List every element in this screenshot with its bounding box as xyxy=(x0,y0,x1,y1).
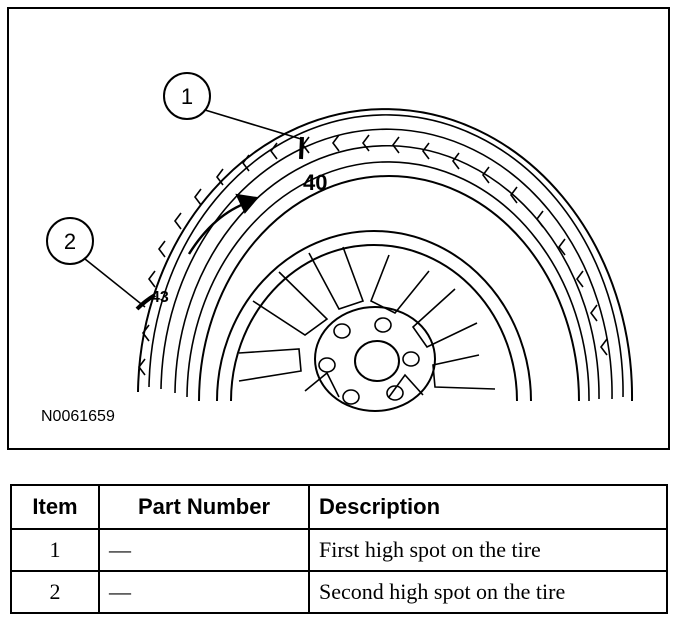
header-part-number: Part Number xyxy=(98,484,310,530)
row-part-number: — xyxy=(98,528,310,572)
first-high-spot-mark xyxy=(299,136,304,160)
second-high-spot-mark xyxy=(135,293,157,311)
row-part-number: — xyxy=(98,570,310,614)
wheel-spokes xyxy=(238,246,496,398)
first-high-spot-value: 40 xyxy=(303,170,327,195)
tire-illustration: 1 2 40 43 xyxy=(46,72,634,412)
row-item: 2 xyxy=(10,570,100,614)
row-item: 1 xyxy=(10,528,100,572)
figure-frame: 1 2 40 43 N0061659 xyxy=(7,7,670,450)
table-row: 1 — First high spot on the tire xyxy=(10,528,668,572)
wheel-rim-outer xyxy=(216,230,532,402)
rotation-arrowhead xyxy=(235,193,259,214)
row-description: Second high spot on the tire xyxy=(308,570,668,614)
tire-outer-edge xyxy=(137,108,634,402)
tire-tread xyxy=(138,113,624,402)
wheel-center-bore xyxy=(354,340,400,382)
figure-id: N0061659 xyxy=(41,408,115,425)
lug-nuts xyxy=(318,317,420,405)
callout-number-2: 2 xyxy=(64,229,76,254)
table-row: 2 — Second high spot on the tire xyxy=(10,570,668,614)
header-description: Description xyxy=(308,484,668,530)
row-description: First high spot on the tire xyxy=(308,528,668,572)
callout-circle-2 xyxy=(46,217,94,265)
callout-leader-1 xyxy=(204,109,302,140)
wheel-hub xyxy=(314,306,436,412)
second-high-spot-value: 43 xyxy=(151,289,169,306)
header-item: Item xyxy=(10,484,100,530)
parts-table: Item Part Number Description 1 — First h… xyxy=(10,484,668,614)
wheel-rim-inner xyxy=(230,244,518,402)
callout-circle-1 xyxy=(163,72,211,120)
callout-number-1: 1 xyxy=(181,84,193,109)
tire-inner-edge xyxy=(198,175,580,402)
callout-leader-2 xyxy=(84,258,146,308)
table-header-row: Item Part Number Description xyxy=(10,484,668,530)
